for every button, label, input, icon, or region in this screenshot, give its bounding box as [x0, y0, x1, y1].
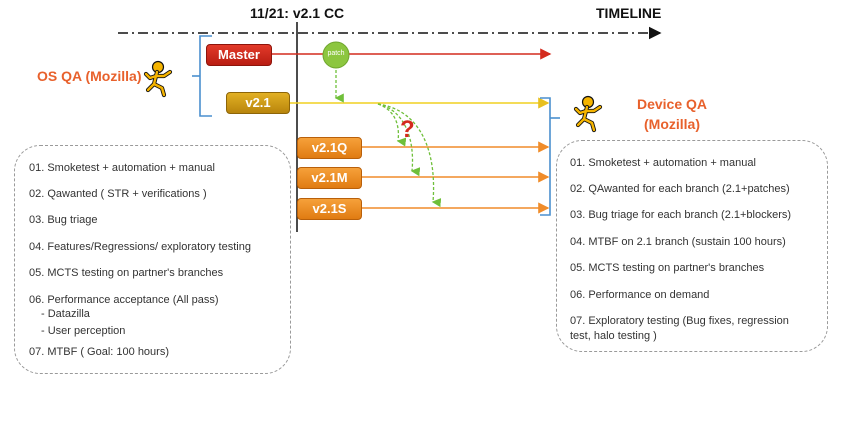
merge-curve-m	[377, 103, 421, 177]
patch-icon	[322, 41, 350, 69]
list-item: 04. MTBF on 2.1 branch (sustain 100 hour…	[570, 236, 786, 248]
list-item: 06. Performance acceptance (All pass)	[29, 294, 219, 306]
list-item: 01. Smoketest + automation + manual	[29, 162, 215, 174]
question-mark: ?	[400, 116, 415, 143]
list-item: 02. QAwanted for each branch (2.1+patche…	[570, 183, 790, 195]
list-item: 05. MCTS testing on partner's branches	[29, 267, 224, 279]
merge-curve-s	[377, 103, 442, 208]
patch-label: patch	[327, 50, 345, 57]
device-qa-bracket	[540, 97, 551, 216]
sub-item: - User perception	[41, 325, 126, 337]
merge-curve-q	[377, 103, 407, 147]
running-man-icon	[143, 60, 173, 98]
list-item: 03. Bug triage for each branch (2.1+bloc…	[570, 209, 792, 221]
list-item: 02. Qawanted ( STR + verifications )	[29, 188, 207, 200]
os-qa-label: OS QA (Mozilla)	[37, 68, 142, 84]
branch-v21: v2.1	[226, 92, 290, 114]
device-qa-task-list: 01. Smoketest + automation + manual 02. …	[556, 140, 828, 352]
branch-v21q: v2.1Q	[297, 137, 362, 159]
list-item: 07. Exploratory testing (Bug fixes, regr…	[570, 315, 789, 327]
list-item-continuation: test, halo testing )	[570, 330, 657, 342]
list-item: 04. Features/Regressions/ exploratory te…	[29, 241, 251, 253]
running-man-icon-right	[573, 95, 603, 133]
list-item: 05. MCTS testing on partner's branches	[570, 262, 765, 274]
list-item: 01. Smoketest + automation + manual	[570, 157, 756, 169]
list-item: 06. Performance on demand	[570, 289, 710, 301]
device-qa-label-line2: (Mozilla)	[644, 116, 700, 132]
branch-master: Master	[206, 44, 272, 66]
branch-v21s: v2.1S	[297, 198, 362, 220]
device-qa-label-line1: Device QA	[636, 96, 708, 112]
branch-v21m: v2.1M	[297, 167, 362, 189]
list-item: 03. Bug triage	[29, 214, 98, 226]
list-item: 07. MTBF ( Goal: 100 hours)	[29, 346, 169, 358]
cc-date-label: 11/21: v2.1 CC	[250, 5, 345, 21]
timeline-label: TIMELINE	[596, 5, 662, 21]
os-qa-task-list: 01. Smoketest + automation + manual 02. …	[14, 145, 291, 374]
sub-item: - Datazilla	[41, 308, 90, 320]
device-qa-label: Device QA (Mozilla)	[622, 94, 722, 134]
